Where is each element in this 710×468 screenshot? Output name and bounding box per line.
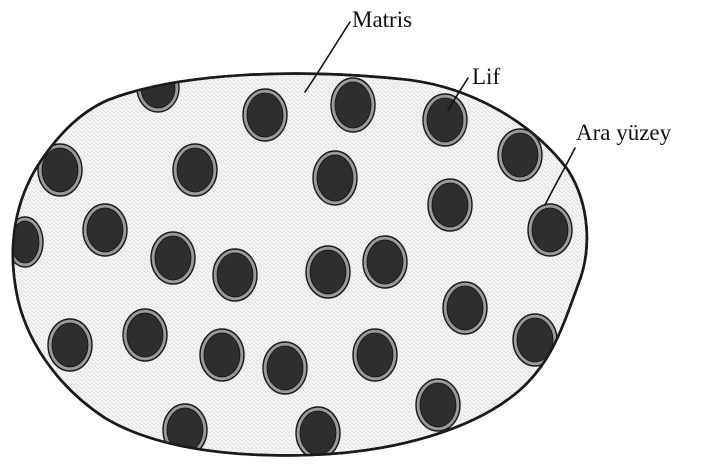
fiber-24 — [416, 379, 460, 431]
fiber-core — [217, 253, 253, 297]
fiber-2 — [243, 89, 287, 141]
matrix-region — [13, 74, 587, 456]
fiber-core — [177, 148, 213, 192]
fiber-21 — [263, 342, 307, 394]
fiber-core — [335, 82, 371, 128]
fiber-16 — [363, 236, 407, 288]
fiber-core — [317, 155, 353, 201]
fiber-core — [52, 323, 88, 367]
fiber-core — [310, 250, 346, 294]
fiber-core — [357, 333, 393, 377]
fiber-core — [532, 208, 568, 252]
fiber-core — [127, 313, 163, 357]
fiber-23 — [513, 314, 557, 366]
fiber-20 — [200, 329, 244, 381]
fiber-core — [432, 183, 468, 227]
fiber-9 — [428, 179, 472, 231]
fiber-core — [204, 333, 240, 377]
interface-label: Ara yüzey — [576, 120, 672, 145]
fiber-core — [155, 236, 191, 280]
fiber-26 — [296, 407, 340, 459]
fiber-core — [42, 148, 78, 192]
fiber-22 — [353, 329, 397, 381]
fiber-7 — [313, 151, 357, 205]
matrix-label: Matris — [352, 7, 412, 32]
fiber-core — [502, 133, 538, 177]
fiber-11 — [528, 204, 572, 256]
fiber-core — [267, 346, 303, 390]
fiber-core — [447, 286, 483, 330]
fiber-4 — [423, 94, 467, 146]
fiber-17 — [443, 282, 487, 334]
fiber-19 — [48, 319, 92, 371]
fiber-13 — [151, 232, 195, 284]
fiber-14 — [213, 249, 257, 301]
fiber-18 — [123, 309, 167, 361]
fiber-core — [87, 208, 123, 252]
fiber-5 — [38, 144, 82, 196]
fiber-core — [247, 93, 283, 137]
fiber-core — [420, 383, 456, 427]
fiber-3 — [331, 78, 375, 132]
fiber-core — [427, 98, 463, 142]
fiber-core — [300, 411, 336, 455]
fiber-label: Lif — [472, 64, 500, 89]
fiber-6 — [173, 144, 217, 196]
fiber-10 — [83, 204, 127, 256]
fiber-core — [367, 240, 403, 284]
fiber-15 — [306, 246, 350, 298]
